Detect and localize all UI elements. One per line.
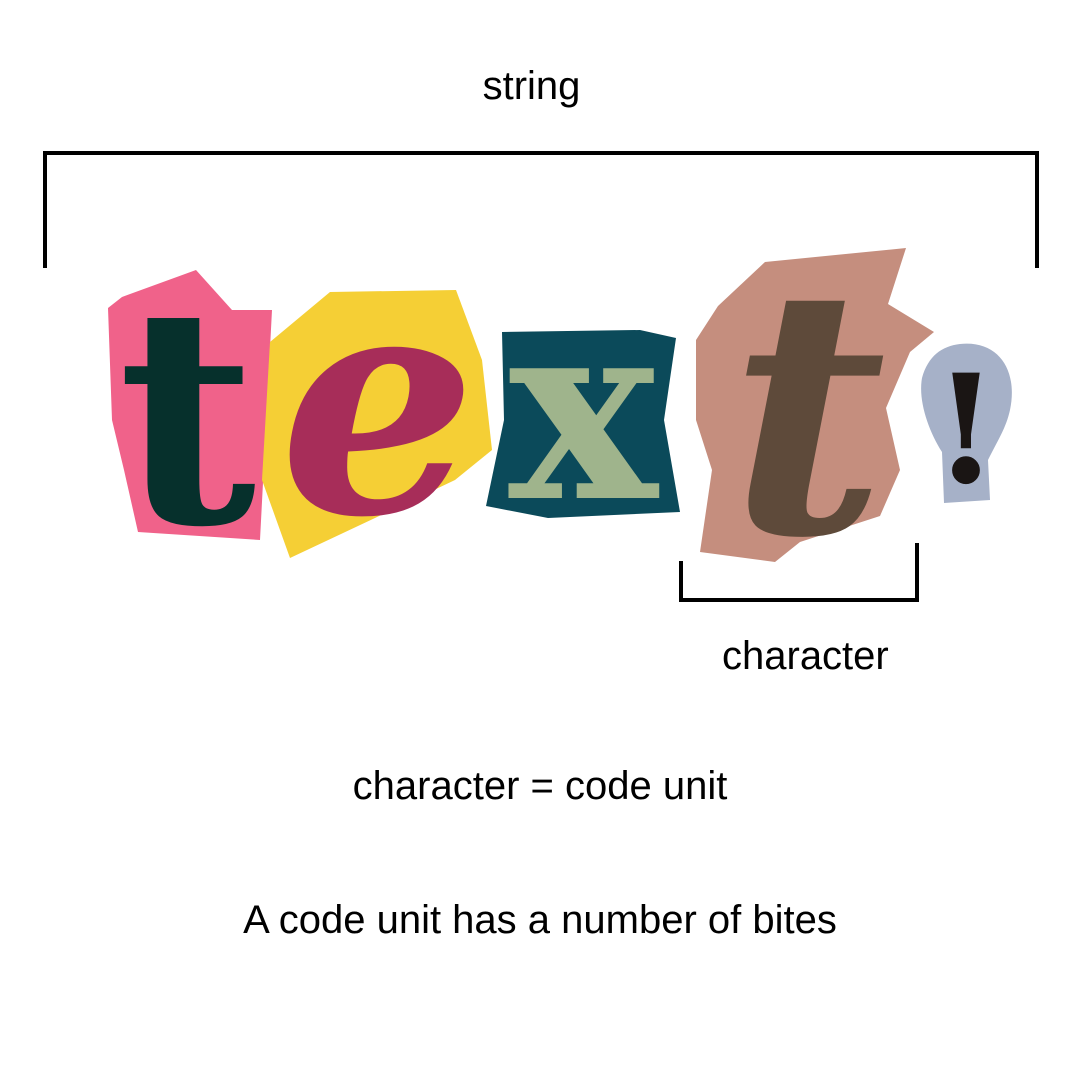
letter-glyph: !: [933, 342, 999, 518]
string-label: string: [482, 64, 581, 108]
paper-cutout: [486, 330, 680, 518]
letter-tile-t-highlighted: t: [696, 214, 934, 613]
letter-tile-exclamation: !: [921, 342, 1012, 518]
letter-tile-x: x: [486, 263, 680, 557]
letter-glyph: x: [508, 263, 659, 557]
paper-cutout: [262, 290, 492, 558]
character-label: character: [722, 634, 889, 678]
letter-glyph: e: [279, 222, 476, 586]
note-text: A code unit has a number of bites: [243, 898, 837, 942]
paper-cutout: [921, 343, 1012, 503]
letter-glyph: t: [118, 240, 259, 593]
string-bracket: [43, 151, 1039, 268]
character-bracket: [679, 543, 919, 602]
letter-tile-t: t: [108, 240, 272, 593]
letter-glyph: t: [729, 214, 886, 613]
equation-text: character = code unit: [352, 764, 728, 808]
paper-cutout: [108, 270, 272, 540]
paper-cutout: [696, 248, 934, 562]
letter-tile-e: e: [262, 222, 492, 586]
